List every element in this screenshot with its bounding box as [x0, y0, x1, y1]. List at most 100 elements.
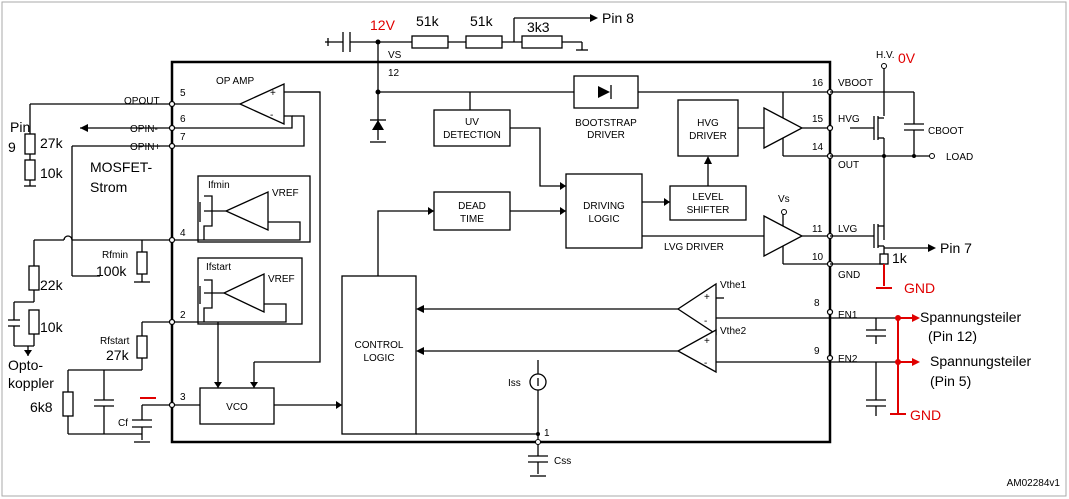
- pin-7: 7: [180, 132, 186, 143]
- gnd-label: GND: [838, 270, 860, 281]
- bootstrap-label-1: BOOTSTRAP: [575, 118, 637, 129]
- cboot-label: CBOOT: [928, 126, 964, 137]
- lvg-driver-label: LVG DRIVER: [664, 242, 724, 253]
- vs-small-label: Vs: [778, 194, 790, 205]
- iss-label: Iss: [508, 378, 521, 389]
- pin7-label: Pin 7: [940, 240, 972, 256]
- vref1-label: VREF: [272, 188, 299, 199]
- pin-8: 8: [814, 298, 820, 309]
- r10k-top-label: 10k: [40, 165, 64, 181]
- opout-label: OPOUT: [124, 96, 160, 107]
- vs-label: VS: [388, 50, 402, 61]
- cf-label: Cf: [118, 418, 128, 429]
- rfmin-label: Rfmin: [102, 250, 128, 261]
- spannungsteiler-2-label: Spannungsteiler: [930, 353, 1032, 369]
- en2-comparator: [676, 328, 717, 374]
- reference-code: AM02284v1: [1007, 478, 1061, 489]
- css-label: Css: [554, 456, 571, 467]
- bootstrap-label-2: DRIVER: [587, 130, 625, 141]
- pin-16: 16: [812, 78, 824, 89]
- ifmin-label: Ifmin: [208, 180, 230, 191]
- dead-time-block: [433, 191, 511, 231]
- vboot-label: VBOOT: [838, 78, 873, 89]
- pin-12: 12: [388, 68, 400, 79]
- svg-text:+: +: [704, 336, 710, 347]
- rfstart-label: Rfstart: [100, 336, 130, 347]
- r27k-start-label: 27k: [106, 347, 130, 363]
- pin-10: 10: [812, 252, 824, 263]
- vco-label: VCO: [226, 402, 248, 413]
- opin-plus-label: OPIN+: [130, 142, 160, 153]
- koppler-label: koppler: [8, 375, 54, 391]
- pin-6: 6: [180, 114, 186, 125]
- vco-block: [199, 387, 275, 425]
- driving-logic-block: [565, 173, 643, 249]
- en2-label: EN2: [838, 354, 858, 365]
- vthe2-label: Vthe2: [720, 326, 747, 337]
- pin-1: 1: [544, 428, 550, 439]
- vref2-label: VREF: [268, 274, 295, 285]
- pin-2: 2: [180, 310, 186, 321]
- control-logic-label-2: LOGIC: [363, 353, 394, 364]
- pin9-label-b: 9: [8, 139, 16, 155]
- en1-comparator: [676, 282, 717, 336]
- spannungsteiler-1-label: Spannungsteiler: [920, 309, 1022, 325]
- level-shifter-block: [669, 185, 747, 221]
- opin-minus-label: OPIN-: [130, 124, 158, 135]
- pin-15: 15: [812, 114, 824, 125]
- bootstrap-diode-box: [573, 75, 639, 109]
- driving-logic-label-2: LOGIC: [588, 214, 619, 225]
- op-amp-label: OP AMP: [216, 76, 254, 87]
- dead-time-label-1: DEAD: [458, 201, 486, 212]
- pin-11: 11: [812, 224, 823, 235]
- r6k8-label: 6k8: [30, 399, 53, 415]
- pin-9: 9: [814, 346, 820, 357]
- svg-text:-: -: [704, 358, 707, 369]
- svg-text:+: +: [270, 88, 276, 99]
- pin9-label-a: Pin: [10, 119, 30, 135]
- pin-4: 4: [180, 228, 186, 239]
- spannungsteiler-2-pin: (Pin 5): [930, 373, 971, 389]
- r22k-label: 22k: [40, 277, 64, 293]
- ifmin-amp: [224, 190, 269, 232]
- uv-label-2: DETECTION: [443, 130, 501, 141]
- gnd-red-label-1: GND: [904, 280, 935, 296]
- pin-5: 5: [180, 88, 186, 99]
- level-shifter-label-1: LEVEL: [692, 192, 724, 203]
- half-bridge: [830, 63, 936, 289]
- hvg-driver-label-2: DRIVER: [689, 131, 727, 142]
- hvg-driver-label-1: HVG: [697, 118, 719, 129]
- resistor-1k-label: 1k: [892, 250, 908, 266]
- en1-label: EN1: [838, 310, 858, 321]
- ifstart-label: Ifstart: [206, 262, 231, 273]
- en-external: [830, 314, 920, 416]
- resistor-3k3: 3k3: [527, 19, 550, 35]
- gnd-red-label-2: GND: [910, 407, 941, 423]
- load-label: LOAD: [946, 152, 973, 163]
- level-shifter-label-2: SHIFTER: [687, 205, 730, 216]
- supply-voltage-label: 12V: [370, 17, 396, 33]
- resistor-51k-a: 51k: [416, 13, 440, 29]
- dead-time-label-2: TIME: [460, 214, 484, 225]
- strom-label: Strom: [90, 179, 127, 195]
- pin-14: 14: [812, 142, 824, 153]
- vthe1-label: Vthe1: [720, 280, 747, 291]
- hv-label: H.V.: [876, 50, 895, 61]
- op-amp: [238, 82, 285, 126]
- control-logic-label-1: CONTROL: [355, 340, 404, 351]
- r27k-top-label: 27k: [40, 135, 64, 151]
- hvg-label: HVG: [838, 114, 860, 125]
- opto-label: Opto-: [8, 357, 43, 373]
- uv-detection-block: [433, 109, 511, 147]
- left-external: [8, 103, 170, 443]
- pin-3: 3: [180, 392, 186, 403]
- r100k-label: 100k: [96, 263, 127, 279]
- mosfet-label: MOSFET-: [90, 159, 153, 175]
- svg-text:+: +: [704, 292, 710, 303]
- svg-text:-: -: [704, 316, 707, 327]
- driving-logic-label-1: DRIVING: [583, 201, 625, 212]
- lvg-label: LVG: [838, 224, 857, 235]
